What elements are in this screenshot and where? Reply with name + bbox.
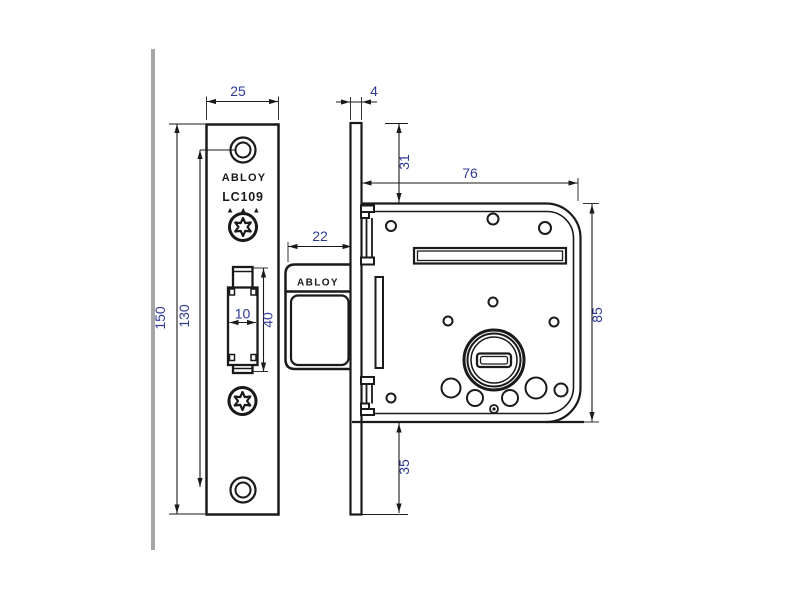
dim-plate-thickness: 4 (336, 83, 378, 120)
deadbolt-side-view: ABLOY (284, 263, 353, 371)
faceplate-side-view (349, 121, 363, 516)
faceplate-triangle-marks: ▲ ▲ ▲ (226, 206, 262, 215)
lock-cylinder (462, 328, 526, 392)
dim-faceplate-height: 150 (152, 123, 205, 515)
dim-case-bottom-offset-label: 35 (396, 459, 412, 475)
dim-case-width-label: 76 (462, 165, 478, 181)
case-top-slot (412, 246, 568, 265)
dim-faceplate-width: 25 (206, 83, 279, 120)
bolt-cutout (226, 265, 259, 375)
dim-bolt-throw-label: 22 (312, 228, 328, 244)
keyway-slot (475, 352, 513, 369)
faceplate-front-view: ABLOY LC109 ▲ ▲ ▲ (205, 123, 280, 516)
case-holes (385, 212, 569, 414)
case-left-mounting-clips (360, 204, 375, 416)
case-left-slot (374, 276, 384, 369)
dim-case-bottom-offset: 35 (362, 423, 412, 515)
lock-case-view (352, 202, 584, 424)
dim-plate-thickness-label: 4 (370, 83, 378, 99)
torx-screw-top (228, 212, 258, 242)
faceplate-model-label: LC109 (222, 190, 264, 204)
dim-cutout-height-label: 40 (260, 312, 276, 328)
dim-case-height-label: 85 (589, 307, 605, 323)
dim-case-top-offset: 31 (385, 123, 412, 203)
dim-cutout-height: 40 (253, 267, 276, 372)
torx-screw-bottom (227, 386, 258, 416)
dim-cutout-width-label: 10 (235, 306, 251, 322)
dim-screw-spacing-label: 130 (176, 304, 192, 328)
dim-faceplate-height-label: 150 (152, 306, 168, 330)
dim-faceplate-width-label: 25 (230, 83, 246, 99)
dim-cutout-width: 10 (229, 306, 256, 326)
dim-case-width: 76 (362, 165, 579, 201)
bolt-brand-label: ABLOY (297, 278, 339, 289)
screw-hole-bottom (229, 476, 257, 504)
dim-case-height: 85 (583, 203, 605, 423)
dimensions: 25 150 130 10 (152, 83, 605, 515)
faceplate-brand-label: ABLOY (222, 172, 267, 184)
dim-case-top-offset-label: 31 (396, 154, 412, 170)
dim-screw-spacing: 130 (176, 149, 235, 487)
dim-bolt-throw: 22 (287, 228, 352, 262)
